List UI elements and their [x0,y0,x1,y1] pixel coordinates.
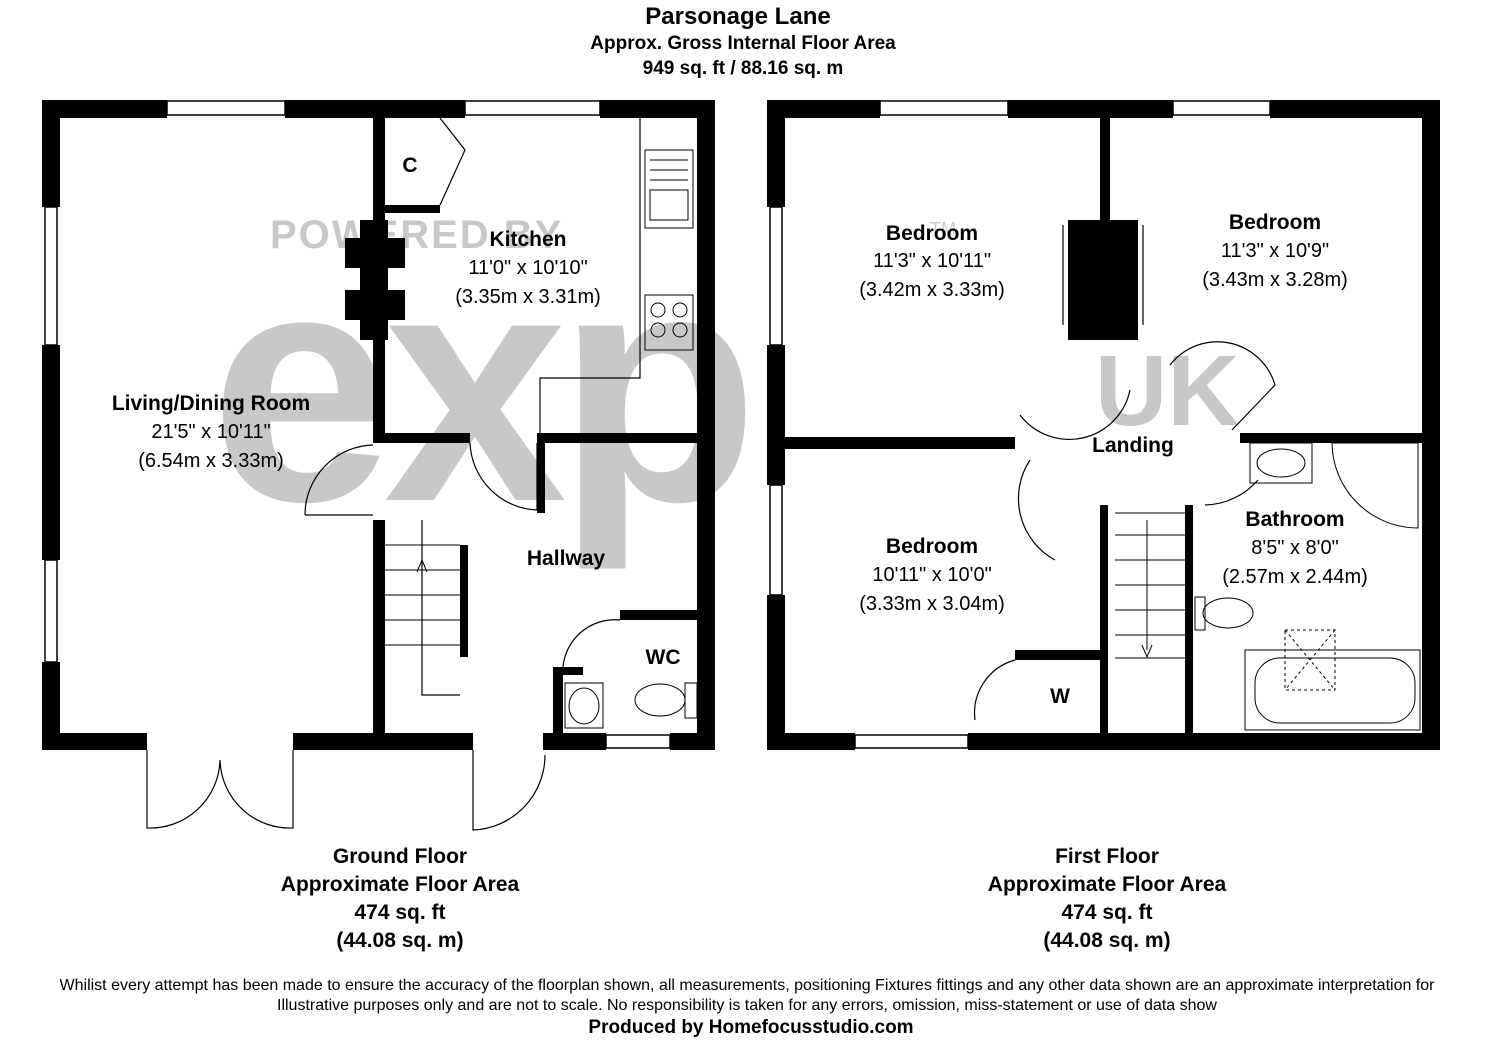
kitchen-name: Kitchen [489,228,567,251]
bedroom2-name: Bedroom [1228,211,1322,234]
bedroom1-name: Bedroom [885,222,979,245]
watermark-region: UK [1095,335,1239,447]
ground-floor-stairs [385,544,460,690]
wardrobe-label: W [1050,685,1070,708]
watermark-powered-by: POWERED BY [270,213,563,257]
kitchen-metric: (3.35m x 3.31m) [455,286,601,308]
bedroom3-name: Bedroom [885,535,979,558]
first-floor-area-caption: Approximate Floor Area [987,873,1227,896]
ground-floor-title: Ground Floor [332,845,468,868]
bedroom3-imperial: 10'11" x 10'0" [872,564,992,586]
cupboard-label: C [402,154,418,177]
first-floor-sqft: 474 sq. ft [1061,901,1153,924]
first-floor-doors [973,225,1276,721]
total-area: 949 sq. ft / 88.16 sq. m [642,58,844,79]
disclaimer-line1: Whilist every attempt has been made to e… [59,977,1435,994]
disclaimer-line2: Illustrative purposes only and are not t… [277,997,1217,1014]
bathroom-name: Bathroom [1245,508,1345,531]
ground-floor-sqft: 474 sq. ft [354,901,446,924]
hallway-name: Hallway [526,547,606,570]
bathroom-imperial: 8'5" x 8'0" [1251,537,1339,559]
first-floor-walls [767,100,1440,750]
bedroom1-imperial: 11'3" x 10'11" [873,250,991,272]
ground-floor-area-caption: Approximate Floor Area [280,873,520,896]
first-floor-label: First Floor Approximate Floor Area 474 s… [988,843,1226,955]
bedroom1-metric: (3.42m x 3.33m) [859,279,1005,301]
living-metric: (6.54m x 3.33m) [138,450,284,472]
kitchen-imperial: 11'0" x 10'10" [468,257,588,279]
ground-floor-plan [42,100,715,831]
living-name: Living/Dining Room [111,392,311,415]
bathroom-metric: (2.57m x 2.44m) [1222,566,1368,588]
first-floor-sqm: (44.08 sq. m) [1043,929,1171,952]
first-floor-title: First Floor [1055,845,1159,868]
ground-floor-label: Ground Floor Approximate Floor Area 474 … [281,843,519,955]
wc-name: WC [645,646,681,669]
first-floor-windows [769,100,1271,749]
page-subtitle: Approx. Gross Internal Floor Area [590,33,896,54]
first-floor-plan [767,100,1440,750]
living-imperial: 21'5" x 10'11" [151,421,271,443]
watermark-brand: exp [210,201,749,572]
page-title: Parsonage Lane [645,3,831,30]
watermark: POWERED BY exp UK TM [210,201,1239,572]
ground-floor-walls [42,100,715,750]
disclaimer: Whilist every attempt has been made to e… [60,976,1435,1016]
wc-fixtures [564,682,698,729]
bedroom2-imperial: 11'3" x 10'9" [1220,240,1330,262]
bedroom2-metric: (3.43m x 3.28m) [1202,269,1348,291]
produced-by: Produced by Homefocusstudio.com [588,1017,914,1038]
bedroom3-metric: (3.33m x 3.04m) [859,593,1005,615]
watermark-tm: TM [930,219,956,239]
landing-name: Landing [1092,434,1174,457]
bathroom-fixtures [1194,442,1421,731]
ground-floor-sqm: (44.08 sq. m) [336,929,464,952]
ground-floor-windows [44,100,671,749]
kitchen-fixtures [644,149,694,351]
first-floor-stairs [1115,512,1185,659]
